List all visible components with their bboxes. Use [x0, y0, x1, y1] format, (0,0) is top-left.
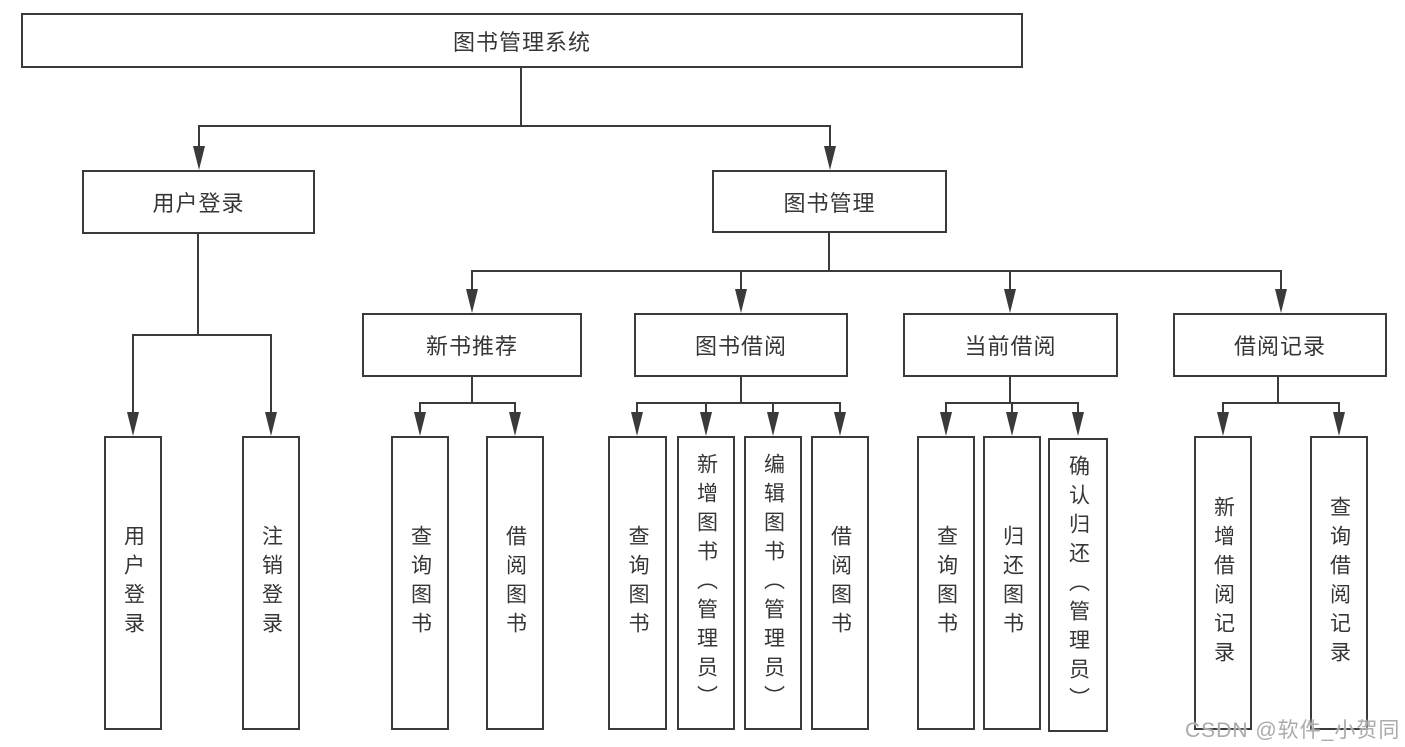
arrow-down-icon [940, 412, 952, 436]
connector-line [419, 402, 516, 404]
connector-line [829, 127, 831, 149]
connector-line [1222, 402, 1340, 404]
node-label: 用户登录 [152, 191, 245, 216]
node-library-system: 图书管理系统 [21, 13, 1023, 68]
node-book-borrowing: 图书借阅 [634, 313, 848, 377]
arrow-down-icon [509, 412, 521, 436]
leaf-label: 编辑图书（管理员） [761, 452, 785, 714]
connector-line [471, 377, 473, 403]
connector-line [1009, 272, 1011, 291]
node-user-login: 用户登录 [82, 170, 315, 234]
leaf-label: 查询借阅记录 [1327, 496, 1351, 670]
leaf-confirm-return-admin: 确认归还（管理员） [1048, 438, 1108, 732]
arrow-down-icon [193, 146, 205, 170]
arrow-down-icon [1072, 412, 1084, 436]
connector-line [520, 68, 522, 125]
connector-line [1077, 404, 1079, 414]
arrow-down-icon [127, 412, 139, 436]
connector-line [740, 377, 742, 403]
node-book-management: 图书管理 [712, 170, 947, 233]
connector-line [471, 272, 473, 291]
arrow-down-icon [1006, 412, 1018, 436]
arrow-down-icon [265, 412, 277, 436]
connector-line [740, 272, 742, 291]
node-label: 图书管理系统 [452, 29, 591, 55]
leaf-label: 查询图书 [408, 525, 432, 641]
leaf-label: 确认归还（管理员） [1066, 454, 1090, 716]
leaf-add-borrow-record: 新增借阅记录 [1194, 436, 1252, 730]
leaf-label: 新增借阅记录 [1211, 496, 1235, 670]
leaf-label: 归还图书 [1000, 525, 1024, 641]
connector-line [945, 402, 1079, 404]
connector-line [1009, 377, 1011, 403]
leaf-borrow-books: 借阅图书 [811, 436, 869, 730]
leaf-query-borrow-record: 查询借阅记录 [1310, 436, 1368, 730]
arrow-down-icon [824, 146, 836, 170]
connector-line [828, 233, 830, 271]
leaf-query-books-recommend: 查询图书 [391, 436, 449, 730]
connector-line [1338, 404, 1340, 414]
leaf-label: 用户登录 [121, 525, 145, 641]
connector-line [636, 402, 841, 404]
connector-line [132, 336, 134, 414]
leaf-edit-book-admin: 编辑图书（管理员） [744, 436, 802, 730]
node-new-book-recommend: 新书推荐 [362, 313, 582, 377]
leaf-label: 借阅图书 [828, 525, 852, 641]
arrow-down-icon [700, 412, 712, 436]
arrow-down-icon [1275, 289, 1287, 313]
leaf-label: 查询图书 [626, 525, 649, 641]
leaf-query-books-borrow: 查询图书 [608, 436, 667, 730]
node-borrowing-records: 借阅记录 [1173, 313, 1387, 377]
connector-line [839, 404, 841, 414]
leaf-label: 新增图书（管理员） [694, 452, 718, 714]
arrow-down-icon [834, 412, 846, 436]
arrow-down-icon [1004, 289, 1016, 313]
node-current-borrowing: 当前借阅 [903, 313, 1118, 377]
connector-line [1280, 272, 1282, 291]
connector-line [772, 404, 774, 414]
leaf-add-book-admin: 新增图书（管理员） [677, 436, 735, 730]
connector-line [514, 404, 516, 414]
leaf-return-books: 归还图书 [983, 436, 1041, 730]
arrow-down-icon [1217, 412, 1229, 436]
connector-line [1011, 404, 1013, 414]
leaf-label: 查询图书 [934, 525, 958, 641]
node-label: 图书管理 [783, 190, 876, 216]
leaf-user-login: 用户登录 [104, 436, 162, 730]
connector-line [636, 404, 638, 414]
connector-line [197, 234, 199, 335]
leaf-borrow-books-recommend: 借阅图书 [486, 436, 544, 730]
connector-line [270, 336, 272, 414]
connector-line [132, 334, 272, 336]
leaf-query-books-current: 查询图书 [917, 436, 975, 730]
connector-line [1277, 377, 1279, 403]
arrow-down-icon [414, 412, 426, 436]
arrow-down-icon [767, 412, 779, 436]
connector-line [945, 404, 947, 414]
node-label: 图书借阅 [694, 334, 787, 359]
leaf-label: 借阅图书 [503, 525, 527, 641]
arrow-down-icon [631, 412, 643, 436]
arrow-down-icon [1333, 412, 1345, 436]
connector-line [198, 127, 200, 149]
leaf-label: 注销登录 [259, 525, 283, 641]
connector-line [419, 404, 421, 414]
arrow-down-icon [735, 289, 747, 313]
node-label: 当前借阅 [964, 334, 1057, 359]
connector-line [471, 270, 1282, 272]
node-label: 借阅记录 [1233, 334, 1326, 359]
connector-line [1222, 404, 1224, 414]
arrow-down-icon [466, 289, 478, 313]
leaf-logout: 注销登录 [242, 436, 300, 730]
connector-line [705, 404, 707, 414]
csdn-watermark: CSDN @软件_小贺同学 [1185, 719, 1401, 742]
connector-line [198, 125, 831, 127]
node-label: 新书推荐 [425, 334, 518, 359]
